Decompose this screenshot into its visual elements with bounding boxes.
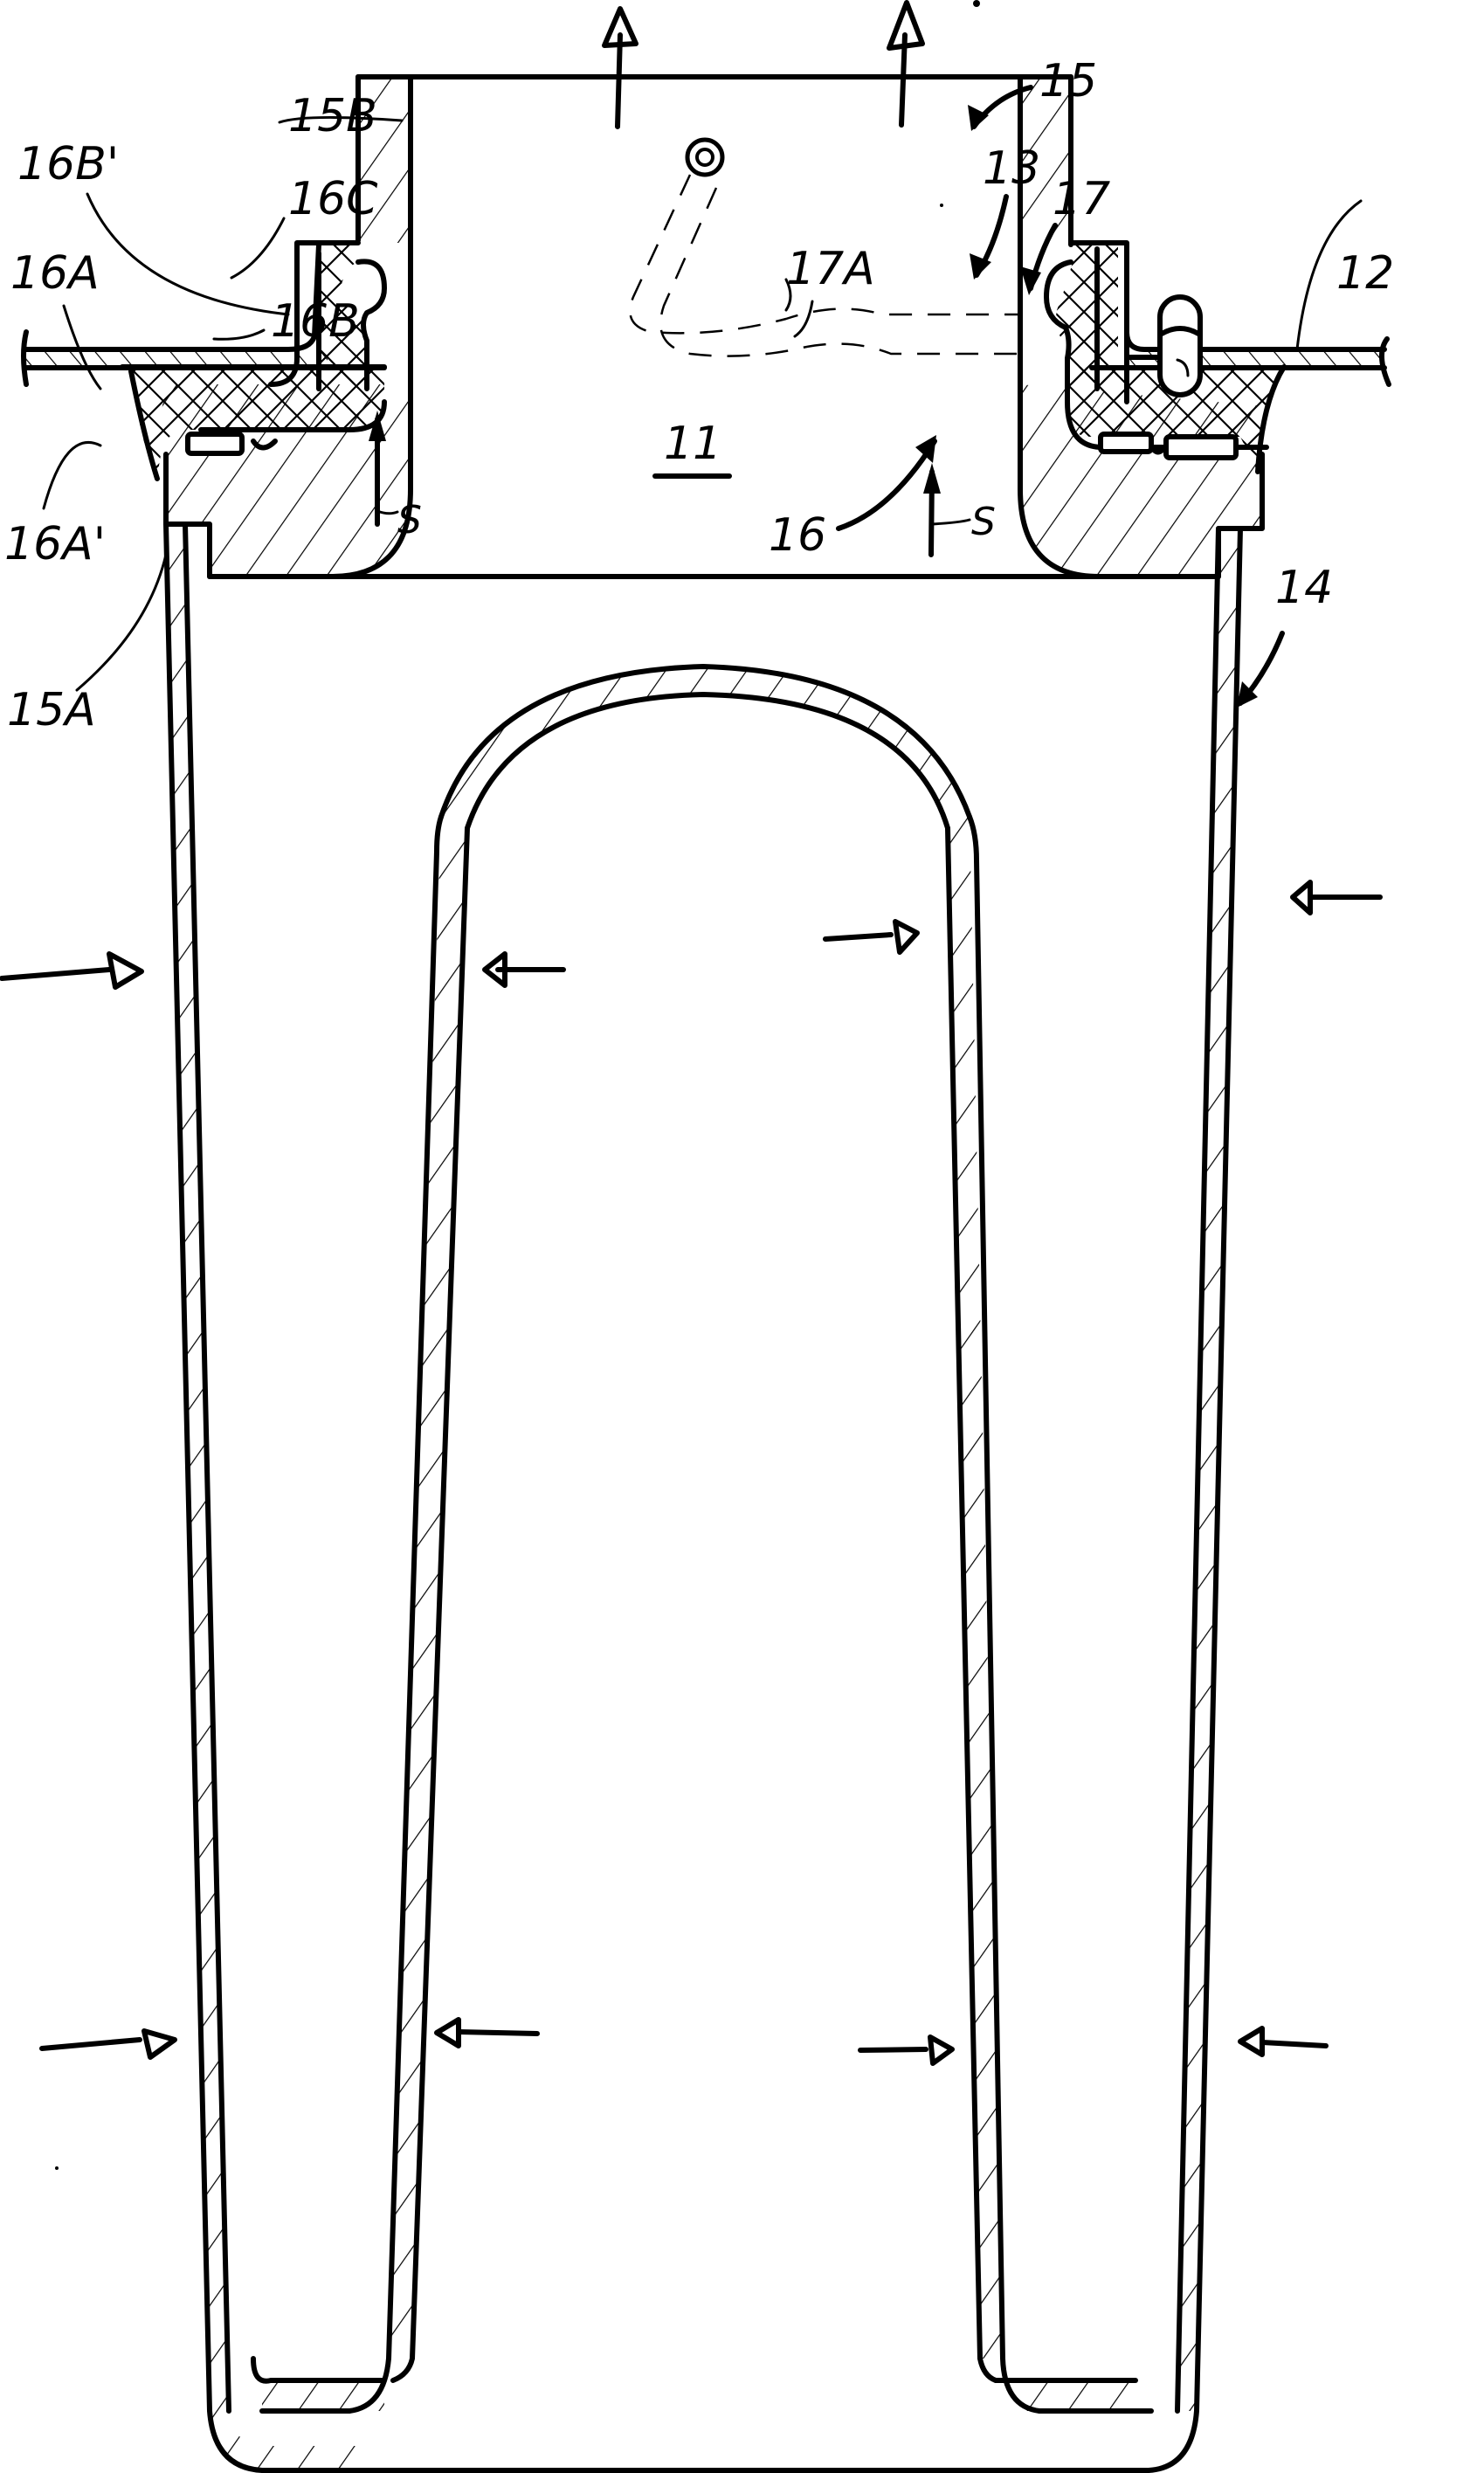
label-11: 11 (664, 418, 721, 470)
label-16B: 16B (271, 295, 360, 348)
label-17A: 17A (786, 243, 875, 295)
outer-wall-14 (163, 522, 1243, 2473)
scan-dot (55, 2166, 59, 2170)
scan-dot (973, 0, 980, 7)
label-13: 13 (983, 142, 1040, 195)
label-15A: 15A (7, 684, 96, 736)
label-16: 16 (769, 509, 826, 562)
inflow-arrow-6 (434, 2017, 540, 2048)
outlet-arrow-right (887, 0, 925, 128)
channel-17A (629, 137, 1020, 357)
label-s-right: S (971, 500, 996, 544)
reference-labels: 15B 16B' 16C 16B 16A 16A' 15A 11 17A 15 … (4, 55, 1394, 736)
seal-16-right (1044, 240, 1287, 474)
inflow-arrow-8 (1238, 2026, 1329, 2057)
label-12: 12 (1336, 247, 1394, 300)
fitting-17 (1124, 294, 1203, 397)
label-17: 17 (1053, 173, 1110, 225)
leader-lines (42, 85, 1363, 708)
label-s-left: S (397, 498, 422, 542)
scan-dot (940, 204, 943, 207)
inflow-arrow-5 (39, 2028, 177, 2060)
inflow-arrow-3 (823, 919, 920, 955)
label-16A-prime: 16A' (4, 518, 106, 570)
inflow-arrow-2 (482, 951, 566, 988)
label-16B-prime: 16B' (17, 138, 119, 190)
label-16C: 16C (288, 173, 378, 225)
label-14: 14 (1275, 562, 1333, 614)
label-15: 15 (1039, 55, 1097, 107)
flow-arrows (0, 0, 1383, 2066)
inflow-arrow-1 (0, 951, 144, 990)
inflow-arrow-4 (1290, 880, 1383, 915)
s-arrow-left (369, 411, 399, 527)
label-15B: 15B (288, 90, 377, 142)
label-16A: 16A (10, 247, 100, 300)
inner-dome-wall (251, 664, 1154, 2414)
outlet-arrow-left (602, 6, 638, 129)
inflow-arrow-7 (858, 2034, 955, 2066)
s-arrow-right (923, 463, 971, 557)
